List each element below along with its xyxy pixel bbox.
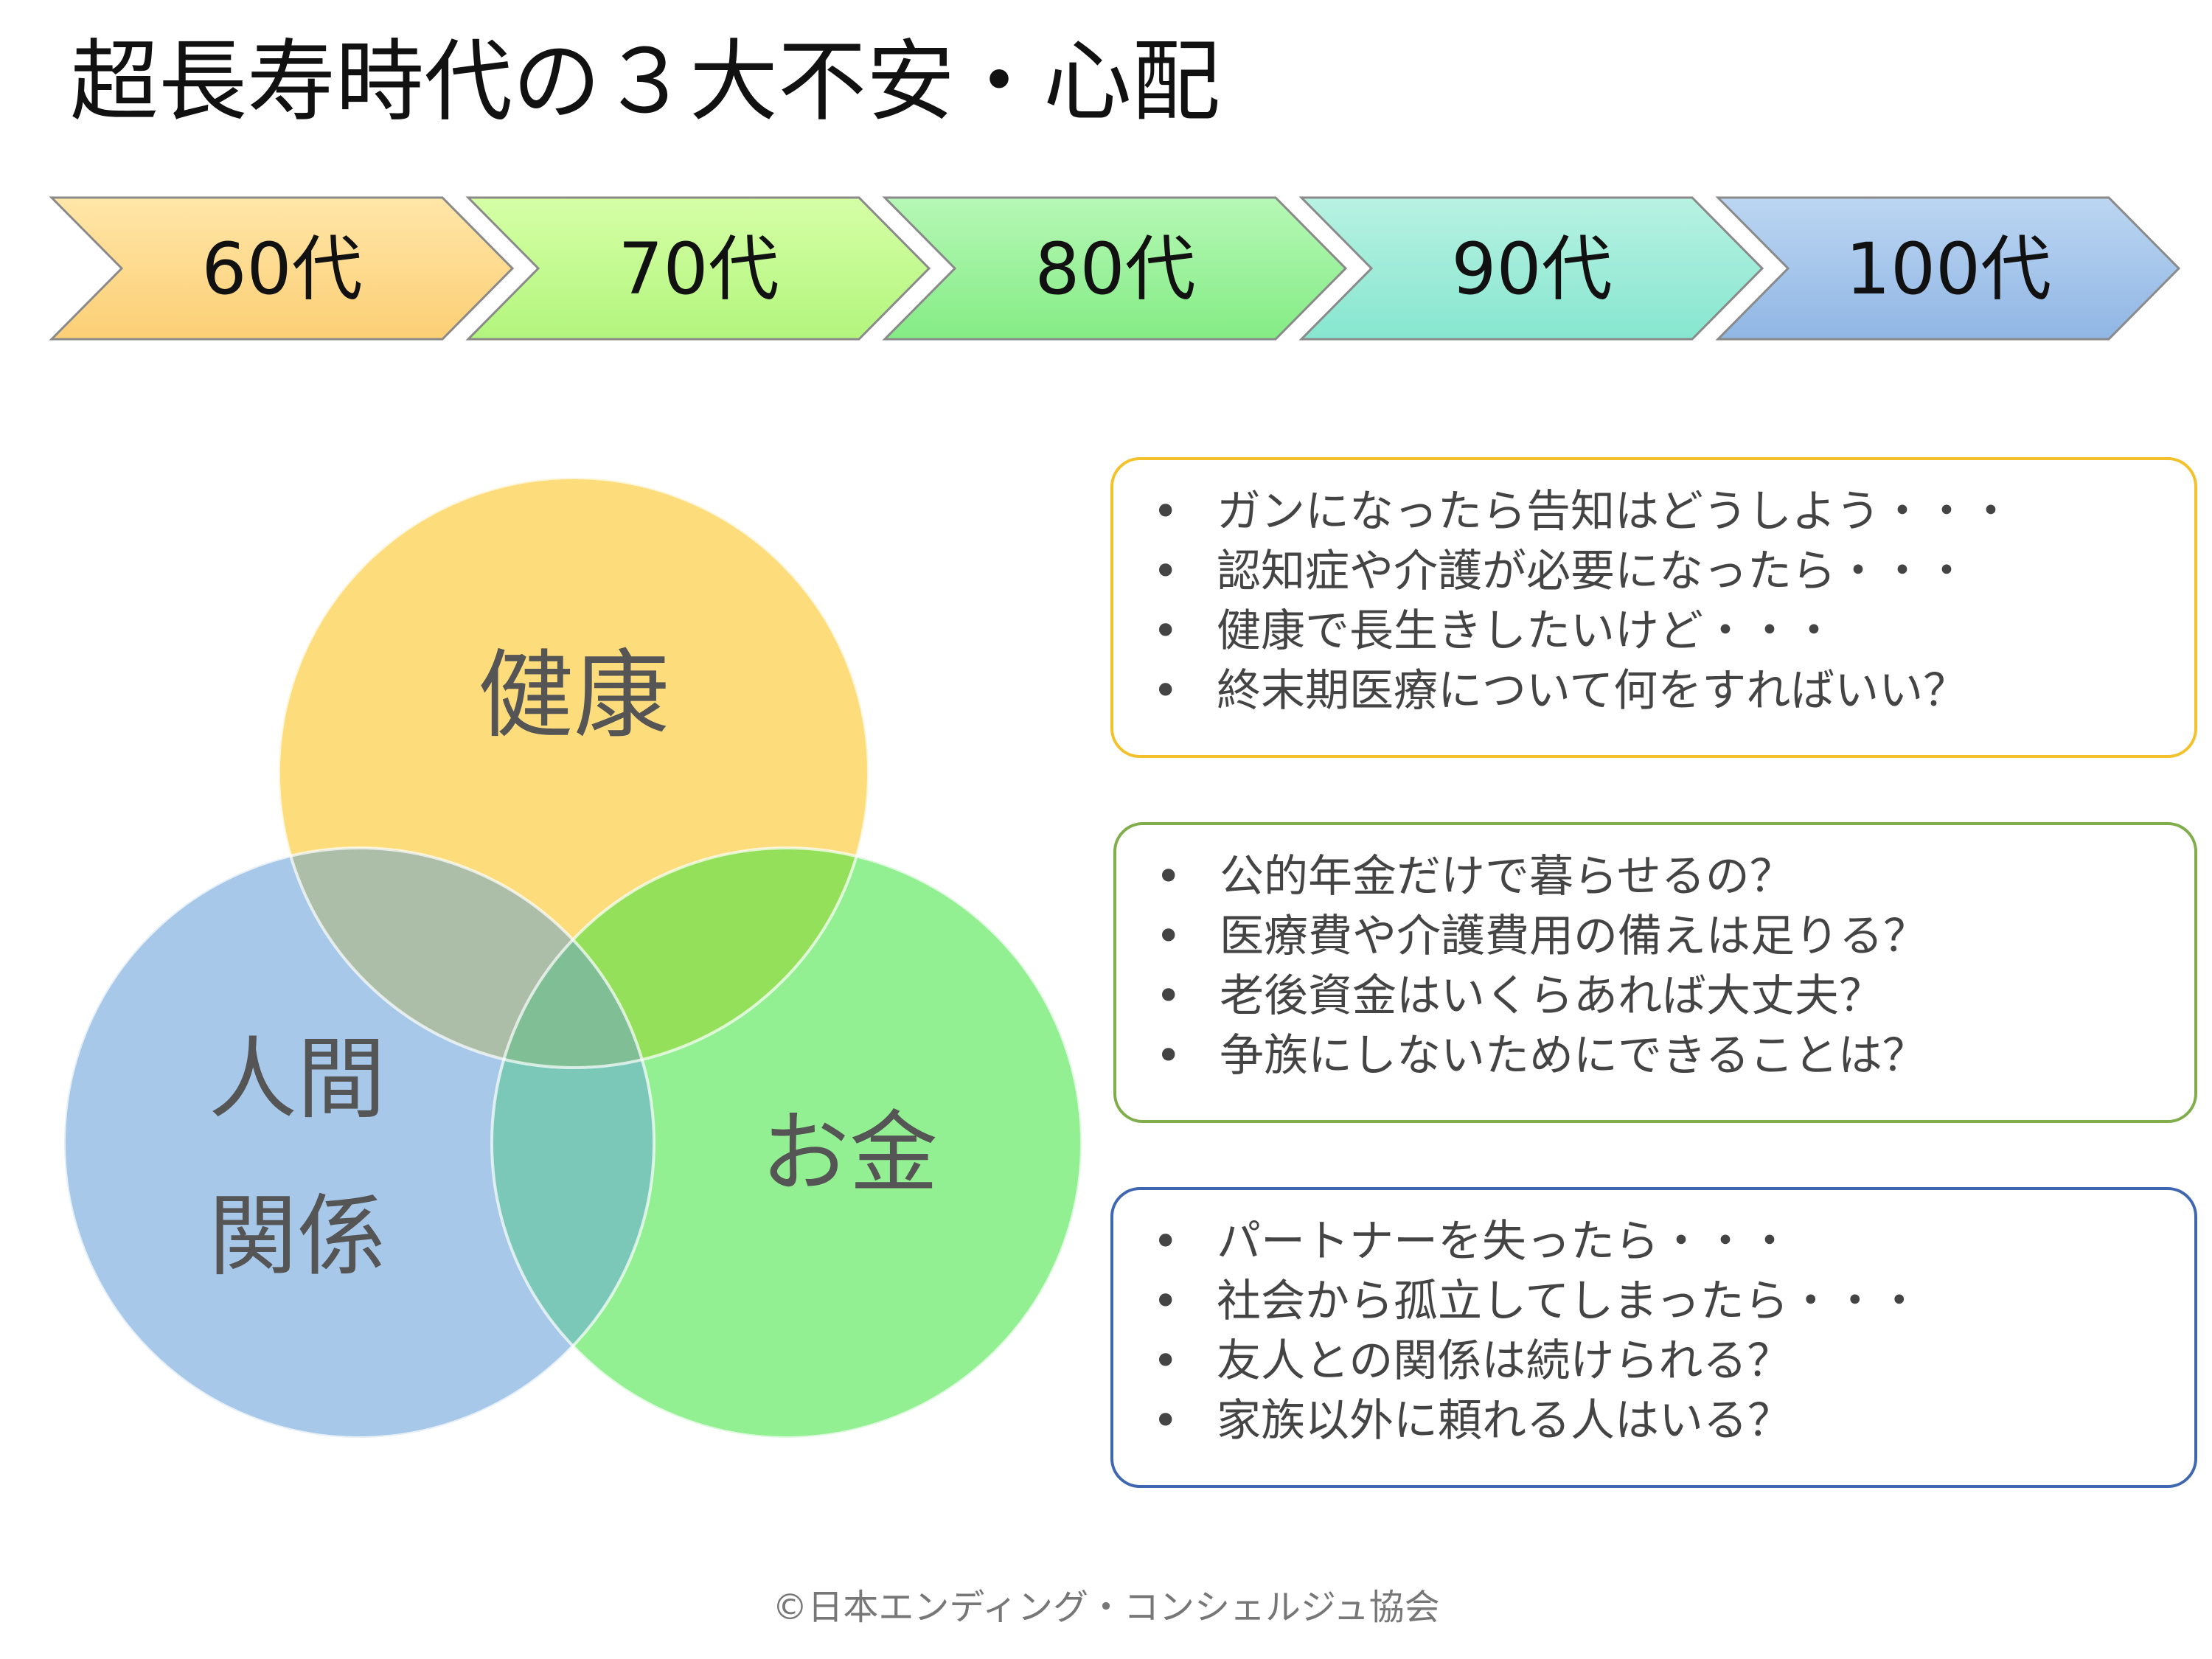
list-item: ガンになったら告知はどうしよう・・・ (1139, 482, 2165, 542)
list-item: パートナーを失ったら・・・ (1139, 1212, 2165, 1272)
money-concerns-box: 公的年金だけで暮らせるの？ 医療費や介護費用の備えは足りる？ 老後資金はいくらあ… (1113, 822, 2197, 1123)
age-chevron-label: 80代 (1034, 228, 1195, 310)
age-chevron-label: 90代 (1451, 228, 1612, 310)
age-chevron (49, 196, 515, 341)
list-item: 公的年金だけで暮らせるの？ (1142, 847, 2165, 907)
list-item: 社会から孤立してしまったら・・・ (1139, 1272, 2165, 1332)
age-chevron-label: 100代 (1846, 228, 2051, 310)
copyright-footer: ©日本エンディング・コンシェルジュ協会 (772, 1587, 1440, 1628)
age-chevron-row: 60代 70代 80代 90代 100代 (49, 196, 2181, 341)
list-item: 老後資金はいくらあれば大丈夫？ (1142, 967, 2165, 1026)
list-item: 家族以外に頼れる人はいる？ (1139, 1391, 2165, 1451)
list-item: 友人との関係は続けられる？ (1139, 1332, 2165, 1391)
venn-label-money: お金 (761, 1102, 938, 1205)
age-chevron (1298, 196, 1764, 341)
venn-overlap-health-human (279, 848, 654, 1068)
list-item: 医療費や介護費用の備えは足りる？ (1142, 907, 2165, 967)
venn-label-health: 健康 (478, 639, 669, 751)
relationship-concerns-box: パートナーを失ったら・・・ 社会から孤立してしまったら・・・ 友人との関係は続け… (1110, 1187, 2197, 1488)
list-item: 認知症や介護が必要になったら・・・ (1139, 542, 2165, 602)
venn-label-human-line2: 関係 (209, 1186, 386, 1288)
list-item: 健康で長生きしたいけど・・・ (1139, 602, 2165, 661)
page-title: 超長寿時代の３大不安・心配 (70, 31, 1220, 133)
age-chevron (465, 196, 931, 341)
list-item: 争族にしないためにできることは？ (1142, 1026, 2165, 1086)
age-chevron (882, 196, 1348, 341)
venn-overlap-health-money (492, 848, 869, 1068)
list-item: 終末期医療について何をすればいい？ (1139, 661, 2165, 721)
age-chevron-label: 60代 (201, 228, 362, 310)
age-chevron (1715, 196, 2181, 341)
health-concerns-box: ガンになったら告知はどうしよう・・・ 認知症や介護が必要になったら・・・ 健康で… (1110, 457, 2197, 758)
age-chevron-label: 70代 (618, 228, 779, 310)
venn-label-human-line1: 人間 (209, 1029, 386, 1131)
